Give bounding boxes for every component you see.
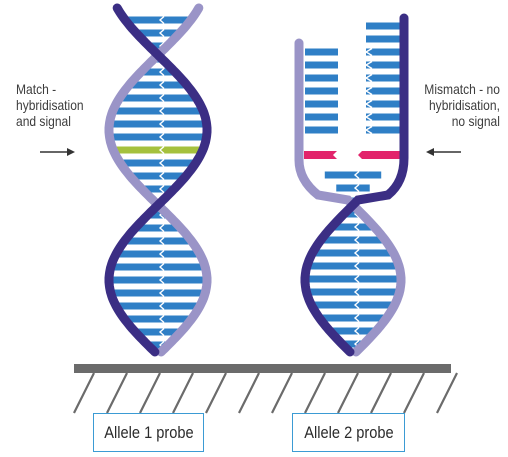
- base-pair: [307, 289, 400, 296]
- matched-base-pair: [113, 147, 203, 154]
- unpaired-base: [305, 49, 338, 56]
- allele-2-probe-label: Allele 2 probe: [304, 423, 393, 443]
- base-pair: [129, 82, 187, 89]
- hatch-line: [206, 373, 226, 413]
- base-pair: [109, 121, 206, 128]
- base-pair: [125, 17, 191, 24]
- base-pair: [325, 172, 381, 179]
- hatch-line: [107, 373, 127, 413]
- mismatched-base-left: [304, 151, 337, 159]
- hatch-line: [74, 373, 94, 413]
- base-pair: [311, 302, 394, 309]
- unpaired-base: [366, 36, 400, 43]
- allele-2-probe-box: Allele 2 probe: [292, 413, 405, 452]
- allele-1-probe-label: Allele 1 probe: [104, 423, 193, 443]
- unpaired-base: [366, 23, 400, 30]
- hatch-line: [371, 373, 391, 413]
- base-pair: [305, 276, 401, 283]
- base-pair: [110, 134, 207, 141]
- hatch-line: [437, 373, 457, 413]
- substrate-surface: [74, 364, 457, 413]
- hatch-line: [338, 373, 358, 413]
- target-strand: [109, 8, 207, 352]
- unpaired-base: [305, 114, 338, 121]
- base-pair: [111, 264, 205, 271]
- base-pair: [113, 108, 203, 115]
- hatch-line: [140, 373, 160, 413]
- base-pair: [307, 263, 399, 270]
- base-pair: [336, 185, 369, 192]
- unpaired-base: [305, 75, 338, 82]
- base-pair: [111, 290, 205, 297]
- mismatched-helix: [299, 18, 404, 352]
- base-pair: [109, 277, 207, 284]
- unpaired-base: [305, 62, 338, 69]
- base-pair: [124, 316, 191, 323]
- unpaired-base: [305, 127, 338, 134]
- base-pair: [116, 303, 200, 310]
- mismatch-label: Mismatch - no hybridisation, no signal: [424, 81, 500, 129]
- match-label: Match - hybridisation and signal: [16, 81, 84, 129]
- matched-helix: [109, 8, 207, 352]
- base-pair: [321, 237, 385, 244]
- hatch-line: [239, 373, 259, 413]
- base-pair: [312, 250, 393, 257]
- surface-bar: [74, 364, 451, 373]
- hatch-line: [305, 373, 325, 413]
- arrow-left-icon: [425, 147, 461, 157]
- mismatched-base-right: [358, 151, 400, 159]
- unpaired-base: [305, 101, 338, 108]
- base-pair: [120, 95, 197, 102]
- base-pair: [124, 238, 191, 245]
- base-pair: [116, 251, 200, 258]
- hatch-line: [173, 373, 193, 413]
- allele-1-probe-box: Allele 1 probe: [93, 413, 204, 452]
- base-pair: [319, 315, 386, 322]
- base-pair: [120, 160, 196, 167]
- hatch-line: [272, 373, 292, 413]
- base-pair: [130, 173, 186, 180]
- unpaired-base: [305, 88, 338, 95]
- hatch-line: [404, 373, 424, 413]
- arrow-right-icon: [40, 147, 76, 157]
